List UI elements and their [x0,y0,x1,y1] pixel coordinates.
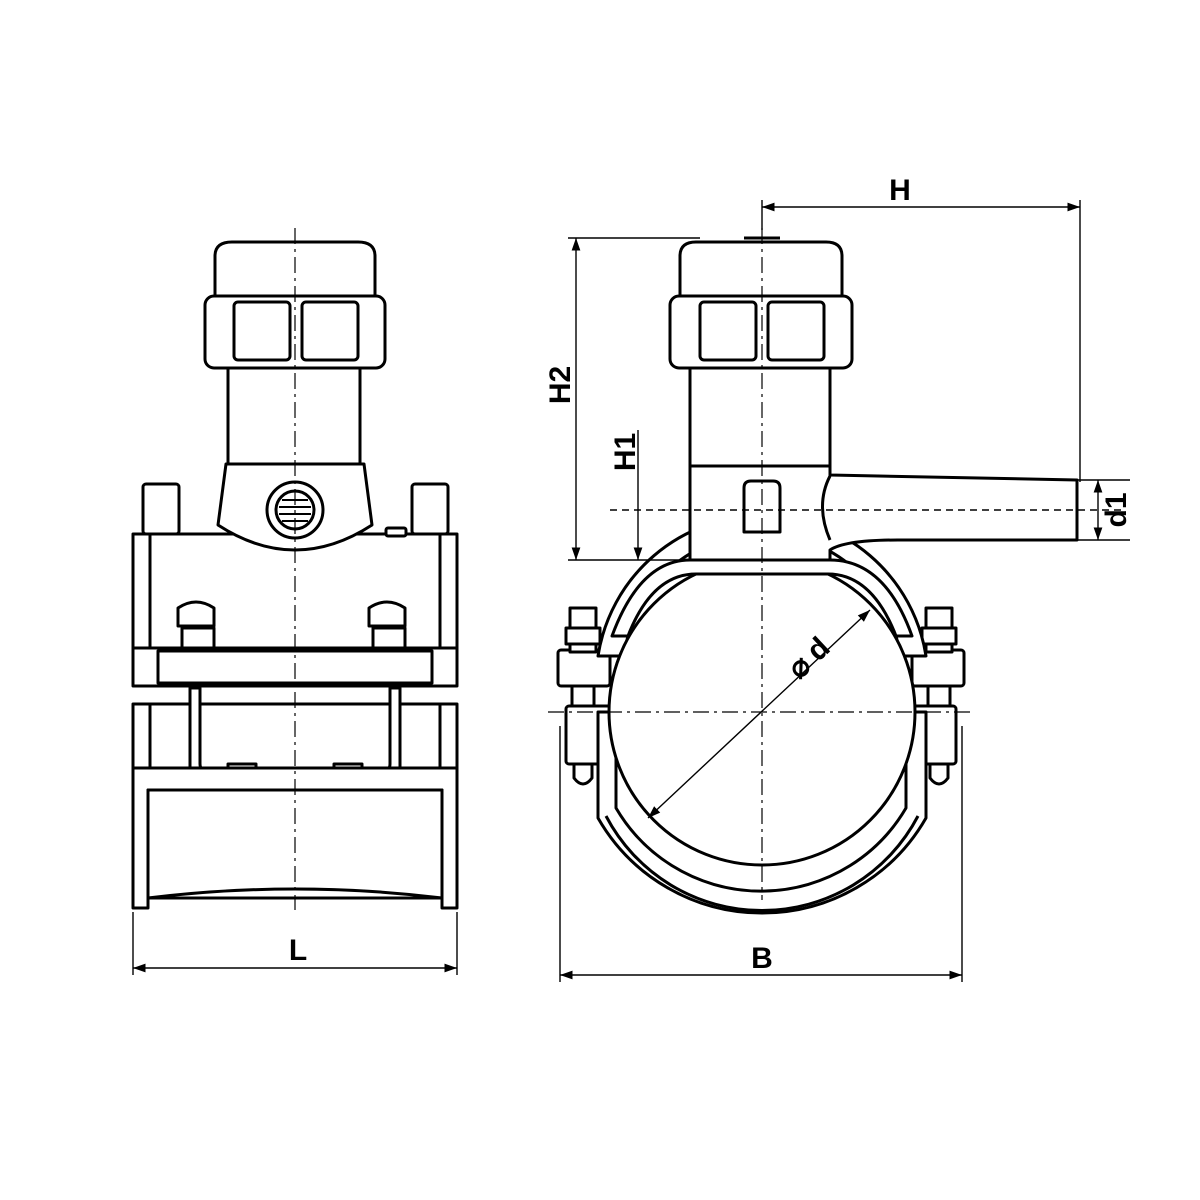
label-width: B [751,942,773,975]
label-height: H [889,174,911,207]
side-view: L [131,228,459,975]
label-height-total: H2 [544,366,577,404]
front-view: ⌀ d B H H2 H1 d1 [544,174,1133,982]
label-outlet-diameter: d1 [1100,492,1133,527]
label-length: L [289,934,307,967]
label-height-outlet: H1 [609,433,642,471]
